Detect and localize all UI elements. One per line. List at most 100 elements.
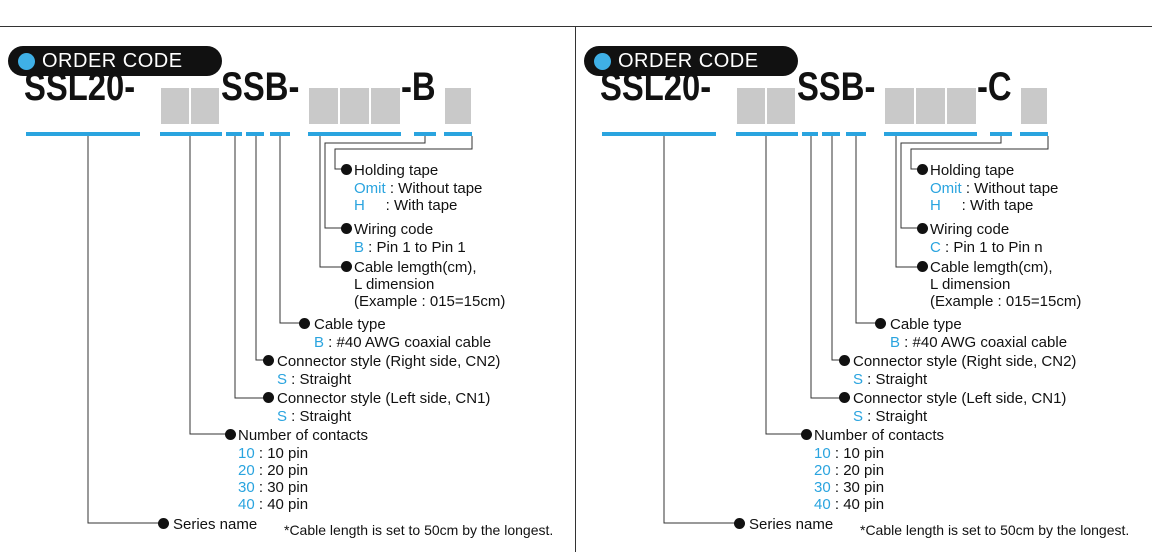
- connector-lines: [663, 136, 1049, 524]
- code-underline: [270, 132, 290, 136]
- option-text: : Straight: [287, 408, 352, 425]
- connector-left-label: Connector style (Left side, CN1): [853, 390, 1067, 407]
- code-underline: [226, 132, 242, 136]
- code-box: [946, 87, 977, 125]
- code-underline: [990, 132, 1012, 136]
- option-text: : Pin 1 to Pin 1: [364, 239, 466, 256]
- option-code: 40: [814, 496, 831, 513]
- code-underline: [308, 132, 401, 136]
- leader-line: [279, 136, 302, 324]
- bullet-icon: [158, 518, 169, 529]
- option-code: C: [930, 239, 941, 256]
- code-underline: [802, 132, 818, 136]
- cable-type-label: Cable type: [314, 316, 386, 333]
- option-code: S: [277, 408, 288, 425]
- bullet-icon: [839, 392, 850, 403]
- code-underline: [246, 132, 264, 136]
- option-text: : 30 pin: [254, 479, 309, 496]
- option-text: : 40 pin: [254, 496, 309, 513]
- option-text: : #40 AWG coaxial cable: [324, 334, 492, 351]
- bullet-icon: [263, 392, 274, 403]
- code-prefix: SSL20-: [600, 65, 712, 109]
- code-prefix: SSL20-: [24, 65, 136, 109]
- code-underline: [822, 132, 840, 136]
- wiring-code-label: Wiring code: [930, 221, 1010, 238]
- leader-line: [319, 136, 344, 268]
- option-code: S: [853, 371, 864, 388]
- option-text: : #40 AWG coaxial cable: [900, 334, 1068, 351]
- cable-length-label: L dimension: [930, 276, 1011, 293]
- bullet-icon: [917, 164, 928, 175]
- option-text: : With tape: [364, 197, 458, 214]
- option-code: 20: [814, 462, 831, 479]
- code-underline: [736, 132, 798, 136]
- leader-line: [334, 136, 473, 170]
- leader-line: [765, 136, 804, 435]
- bullet-icon: [839, 355, 850, 366]
- contacts-label: Number of contacts: [238, 427, 369, 444]
- option-code: 10: [238, 445, 255, 462]
- code-box: [766, 87, 796, 125]
- bullet-dot-icon: [594, 53, 611, 70]
- holding-tape-label: Holding tape: [930, 162, 1015, 179]
- option-code: H: [930, 197, 941, 214]
- code-box: [736, 87, 766, 125]
- connector-right-option: S : Straight: [277, 371, 351, 388]
- connector-right-option: S : Straight: [853, 371, 927, 388]
- leader-line: [810, 136, 842, 399]
- option-text: : 10 pin: [830, 445, 885, 462]
- contacts-option: 40 : 40 pin: [238, 496, 308, 513]
- code-box: [884, 87, 915, 125]
- option-code: S: [853, 408, 864, 425]
- leader-line: [895, 136, 920, 268]
- cable-type-label: Cable type: [890, 316, 962, 333]
- code-underline: [602, 132, 716, 136]
- option-text: : Pin 1 to Pin n: [940, 239, 1043, 256]
- code-underline: [160, 132, 222, 136]
- code-underline: [414, 132, 436, 136]
- series-name-label: Series name: [173, 516, 258, 533]
- code-mid: SSB-: [221, 65, 300, 109]
- contacts-option: 10 : 10 pin: [814, 445, 884, 462]
- connector-right-label: Connector style (Right side, CN2): [853, 353, 1077, 370]
- connector-left-option: S : Straight: [853, 408, 927, 425]
- code-box: [915, 87, 946, 125]
- leader-line: [255, 136, 266, 361]
- leader-line: [831, 136, 842, 361]
- code-mid: SSB-: [797, 65, 876, 109]
- contacts-option: 10 : 10 pin: [238, 445, 308, 462]
- cable-type-option: B : #40 AWG coaxial cable: [314, 334, 491, 351]
- option-text: : Without tape: [385, 180, 483, 197]
- option-code: 10: [814, 445, 831, 462]
- cable-length-label: L dimension: [354, 276, 435, 293]
- bullet-icon: [225, 429, 236, 440]
- option-text: : 10 pin: [254, 445, 309, 462]
- bullet-icon: [299, 318, 310, 329]
- option-code: Omit: [354, 180, 386, 197]
- wiring-option: B : Pin 1 to Pin 1: [354, 239, 466, 256]
- option-code: Omit: [930, 180, 962, 197]
- bullet-dot-icon: [18, 53, 35, 70]
- option-code: B: [890, 334, 901, 351]
- code-box: [339, 87, 370, 125]
- option-text: : 20 pin: [830, 462, 885, 479]
- contacts-option: 30 : 30 pin: [814, 479, 884, 496]
- holding-tape-label: Holding tape: [354, 162, 439, 179]
- code-box: [160, 87, 190, 125]
- option-text: : Straight: [863, 371, 928, 388]
- contacts-label: Number of contacts: [814, 427, 945, 444]
- badge-label: ORDER CODE: [42, 50, 183, 72]
- cable-length-label: Cable lemgth(cm),: [930, 259, 1053, 276]
- series-name-label: Series name: [749, 516, 834, 533]
- option-code: 40: [238, 496, 255, 513]
- code-box: [370, 87, 401, 125]
- leader-line: [234, 136, 266, 399]
- contacts-option: 20 : 20 pin: [814, 462, 884, 479]
- bullet-icon: [917, 261, 928, 272]
- leader-line: [87, 136, 160, 524]
- option-code: B: [314, 334, 325, 351]
- leader-line: [324, 136, 426, 229]
- leader-line: [900, 136, 1002, 229]
